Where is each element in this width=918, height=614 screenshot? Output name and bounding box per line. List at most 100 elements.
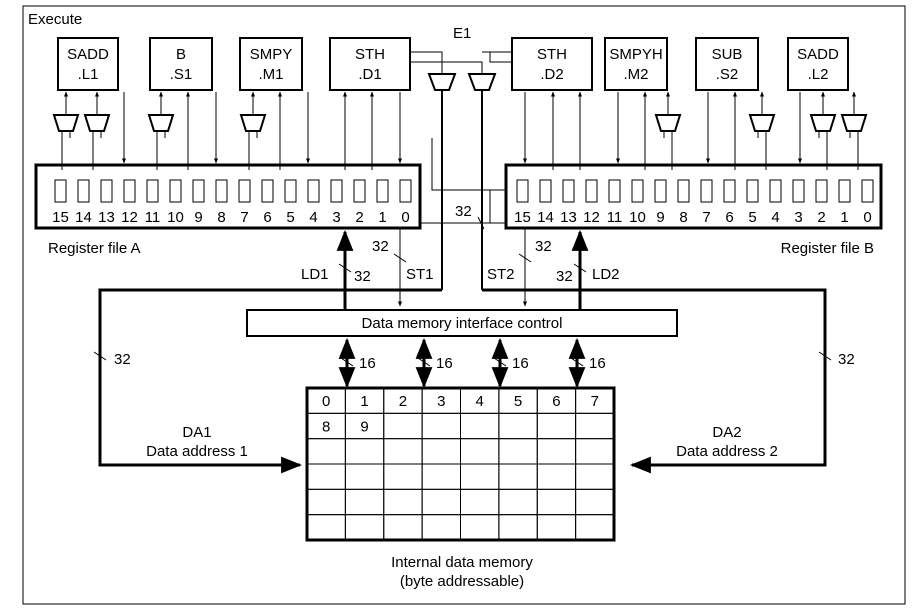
memory-cell: [536, 488, 577, 516]
register-number: 1: [378, 209, 386, 226]
register-number: 4: [771, 209, 779, 226]
register-number: 8: [679, 209, 687, 226]
register-number: 11: [145, 209, 161, 226]
mux-l2-b: [840, 114, 868, 132]
memory-cell: [421, 412, 461, 440]
memory-address-label: 6: [552, 393, 560, 410]
ld1-label: LD1: [301, 266, 329, 283]
unit-label: STH: [537, 46, 567, 63]
unit-d2: STH .D2: [511, 37, 593, 91]
register-number: 9: [656, 209, 664, 226]
memory-ports: 16 16 16 16: [338, 337, 606, 389]
register-number: 14: [75, 209, 92, 226]
register-cell: [585, 179, 598, 203]
register-cell: [700, 179, 713, 203]
memory-cell: [498, 514, 538, 541]
st1-width: 32: [372, 238, 389, 255]
memory-cell: [575, 488, 615, 516]
memory-cell: [306, 514, 346, 541]
register-file-b-label: Register file B: [781, 240, 874, 257]
memory-cell: [536, 463, 577, 490]
register-cell: [746, 179, 759, 203]
register-cell: [608, 179, 621, 203]
register-cell: [238, 179, 251, 203]
st2-width: 32: [535, 238, 552, 255]
register-number: 3: [794, 209, 802, 226]
register-cell: [769, 179, 782, 203]
register-number: 4: [309, 209, 317, 226]
unit-sublabel: .L1: [78, 66, 99, 83]
register-number: 3: [332, 209, 340, 226]
register-cell: [54, 179, 67, 203]
register-cell: [539, 179, 552, 203]
memory-address-label: 1: [360, 393, 368, 410]
memory-cell: [306, 438, 346, 465]
register-number: 13: [98, 209, 115, 226]
memory-address-label: 4: [476, 393, 484, 410]
memory-address-label: 0: [322, 393, 330, 410]
functional-units: SADD .L1 B .S1 SMPY .M1 STH .D1 STH .D2 …: [57, 37, 849, 91]
register-cell: [261, 179, 274, 203]
unit-sublabel: .M2: [623, 66, 648, 83]
da1-desc: Data address 1: [146, 443, 248, 460]
ld2-label: LD2: [592, 266, 620, 283]
register-number: 8: [217, 209, 225, 226]
register-cell: [100, 179, 113, 203]
mux-e1-right: [467, 73, 497, 91]
memory-cell: [536, 438, 577, 465]
memory-cell: [306, 488, 346, 516]
memory-cell: [344, 488, 385, 516]
unit-l1: SADD .L1: [57, 37, 119, 91]
multiplexers: [52, 73, 868, 132]
unit-wiring: [61, 91, 859, 170]
register-cell: [123, 179, 136, 203]
register-number: 14: [537, 209, 554, 226]
memory-grid: [306, 387, 615, 541]
mux-l1-a: [52, 114, 80, 132]
register-number: 7: [702, 209, 710, 226]
unit-sublabel: .M1: [258, 66, 283, 83]
port-width: 16: [359, 355, 376, 372]
outer-frame: [22, 5, 906, 605]
register-number: 6: [263, 209, 271, 226]
unit-d1: STH .D1: [329, 37, 411, 91]
register-cell: [192, 179, 205, 203]
register-cell: [376, 179, 389, 203]
memory-cell: [383, 488, 423, 516]
register-cell: [353, 179, 366, 203]
memory-cell: [421, 488, 461, 516]
unit-sublabel: .D1: [358, 66, 381, 83]
mux-l2-a: [809, 114, 837, 132]
memory-title: Internal data memory: [391, 554, 533, 571]
register-cross-path: 32: [420, 138, 506, 230]
register-number: 15: [514, 209, 531, 226]
register-number: 1: [840, 209, 848, 226]
memory-cell: [498, 488, 538, 516]
memory-cell: [421, 463, 461, 490]
register-number: 12: [583, 209, 600, 226]
register-cell: [307, 179, 320, 203]
cross-bus-width: 32: [455, 203, 472, 220]
memory-cell: [536, 412, 577, 440]
register-cell: [838, 179, 851, 203]
register-cell: [77, 179, 90, 203]
memory-address-label: 8: [322, 418, 330, 435]
ld1-width: 32: [354, 268, 371, 285]
mux-e1-left: [427, 73, 457, 91]
right-addr-width: 32: [838, 351, 855, 368]
unit-sublabel: .D2: [540, 66, 563, 83]
da1-label: DA1: [182, 424, 211, 441]
register-cell: [330, 179, 343, 203]
memory-cell: [460, 463, 500, 490]
register-cell: [215, 179, 228, 203]
register-number: 11: [607, 209, 623, 226]
memory-cell: [383, 463, 423, 490]
unit-label: SADD: [797, 46, 839, 63]
memory-address-label: 5: [514, 393, 522, 410]
mux-s2: [748, 114, 776, 132]
memory-address-label: 9: [360, 418, 368, 435]
register-number: 10: [167, 209, 184, 226]
unit-sublabel: .S2: [716, 66, 739, 83]
